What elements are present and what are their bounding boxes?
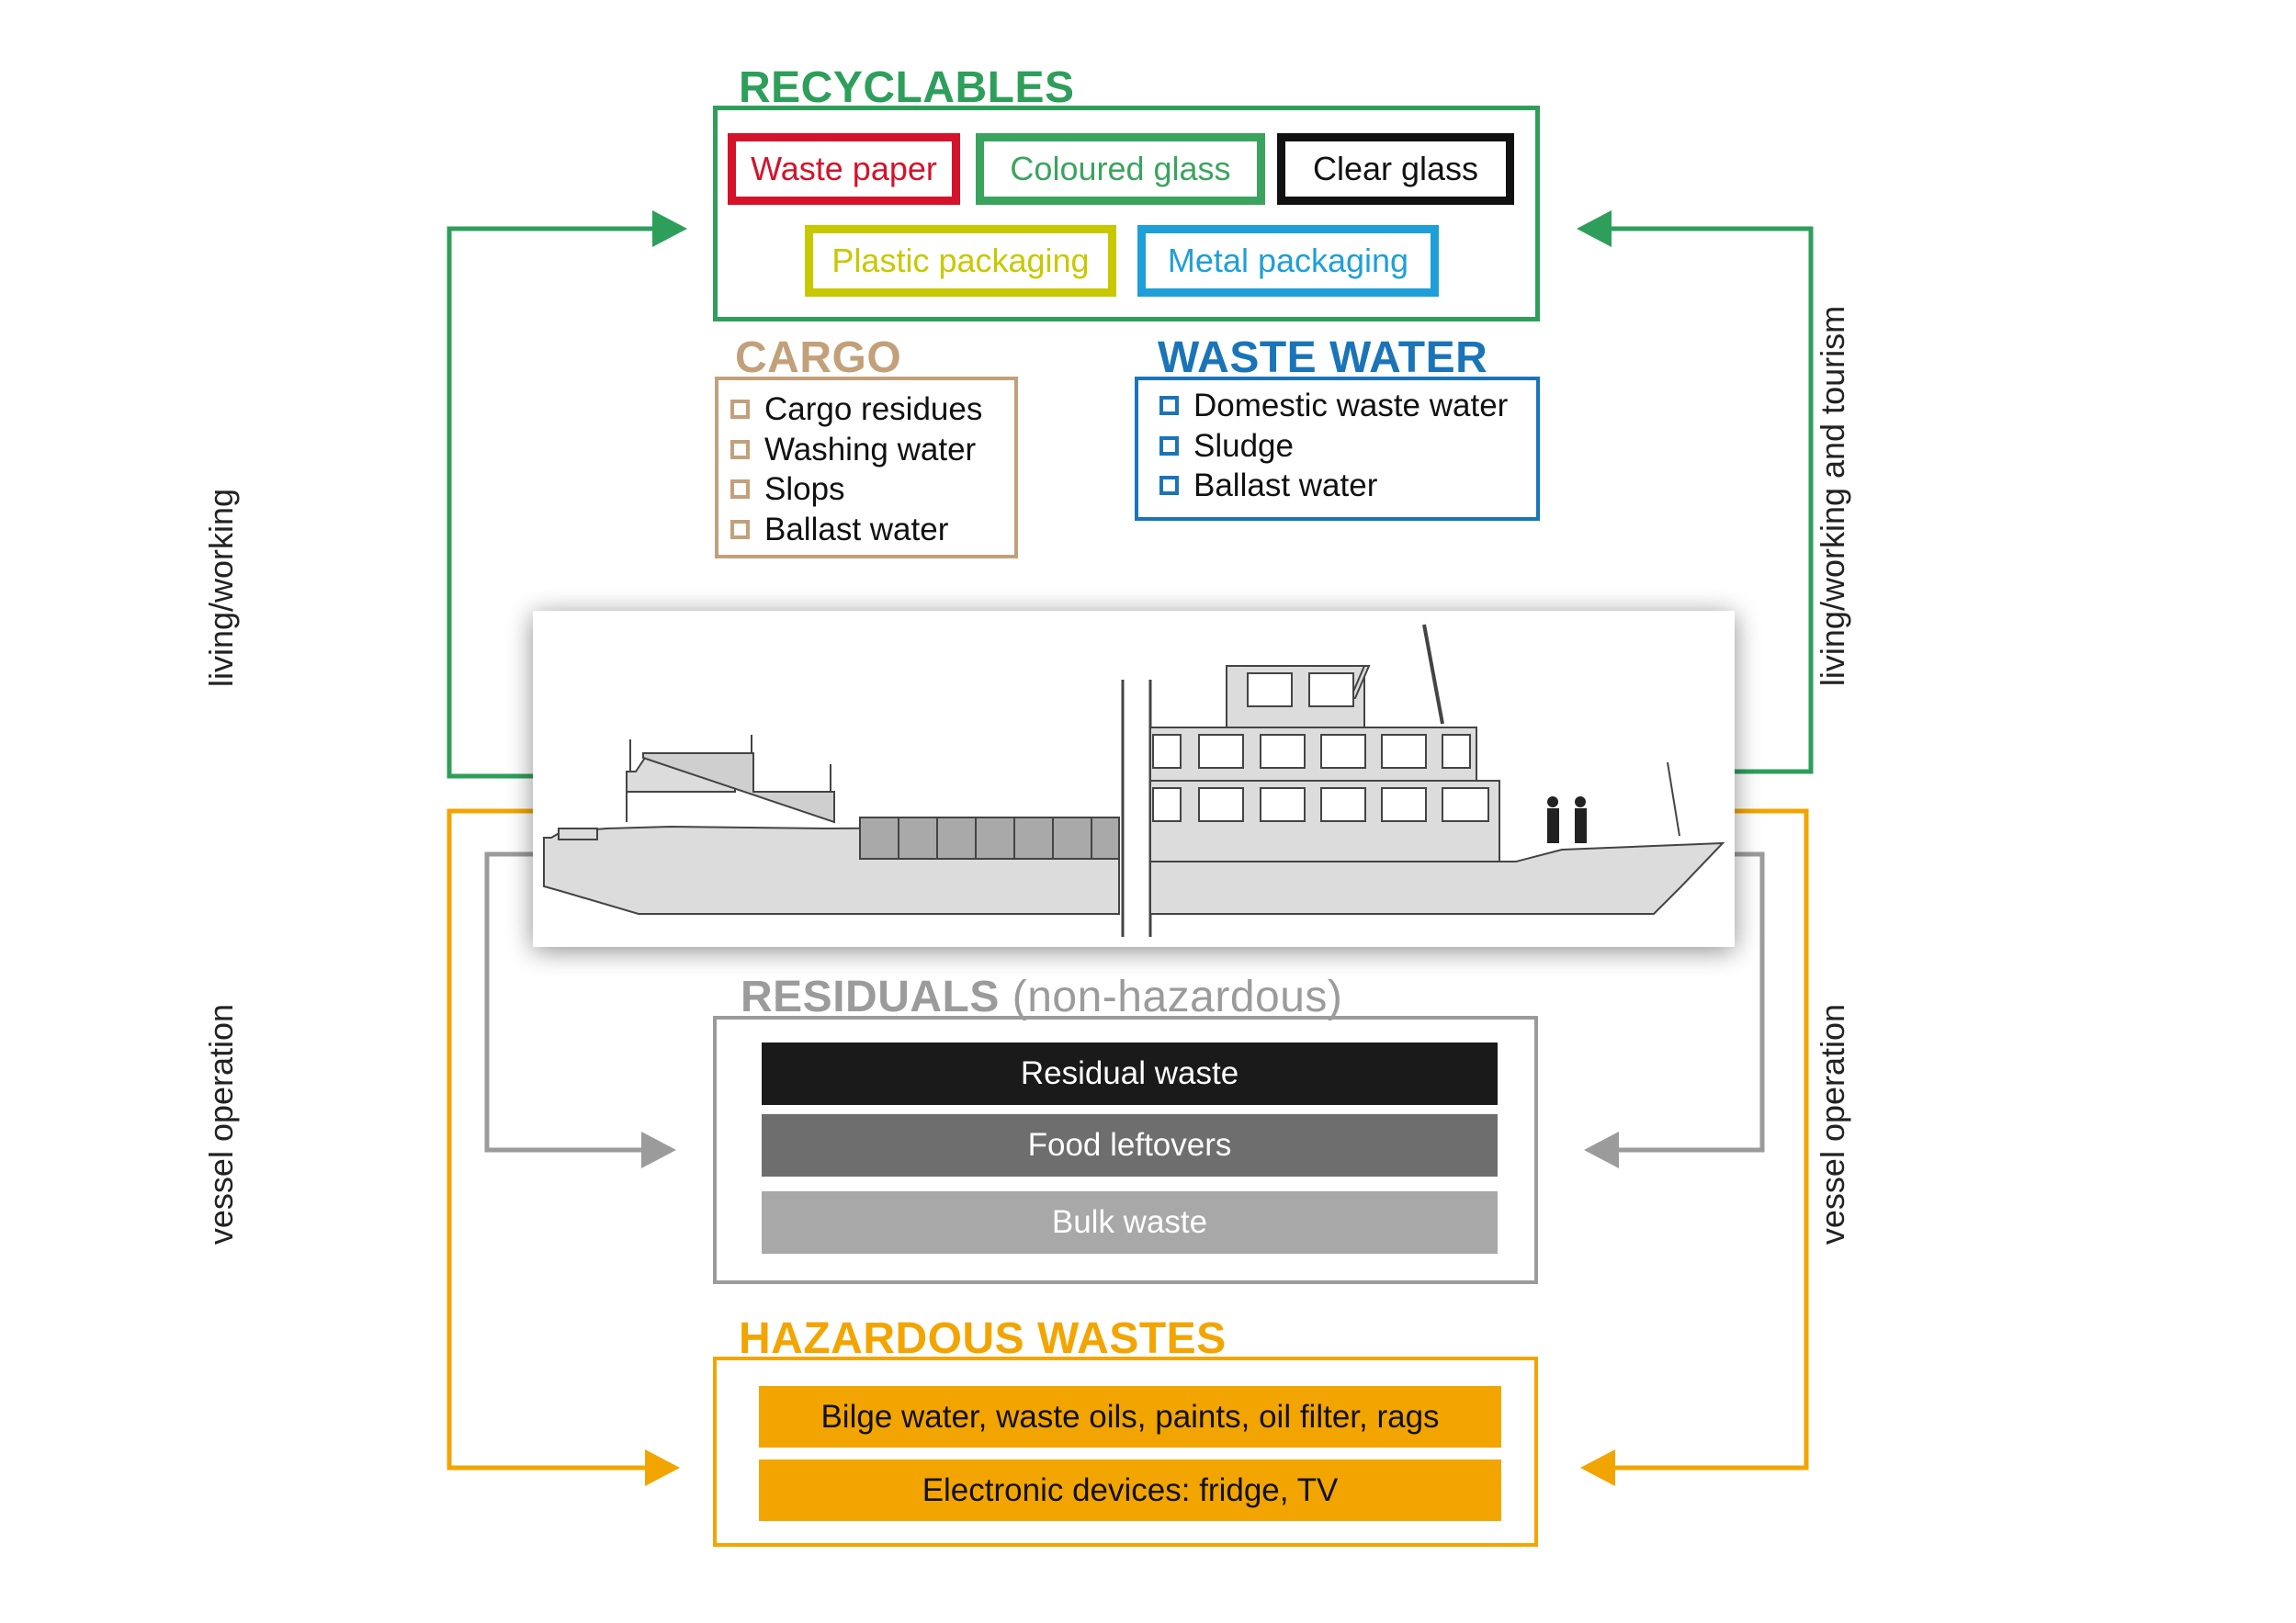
waste-paper-chip: Waste paper [728,133,960,205]
list-item: Domestic waste water [1159,386,1508,426]
residual-waste-bar: Residual waste [762,1043,1498,1105]
arrowhead-gray-right [1584,1132,1619,1168]
hazardous-box [713,1357,1538,1547]
waste-water-item-label: Ballast water [1193,468,1378,503]
cargo-box [715,377,1018,558]
arrowhead-green-right [1577,210,1612,247]
list-item: Slops [730,469,982,510]
checkbox-icon [1159,435,1179,456]
recyclables-box [713,106,1540,321]
label-living-working-left: living/working [202,488,240,688]
electronic-devices-bar: Electronic devices: fridge, TV [759,1460,1501,1521]
waste-water-box [1135,377,1540,521]
plastic-packaging-chip: Plastic packaging [805,225,1116,297]
checkbox-icon [730,439,750,459]
label-living-working-tourism-right: living/working and tourism [1814,305,1851,687]
arrow-living-working-left [447,226,662,779]
clear-glass-chip: Clear glass [1277,133,1514,205]
waste-water-list: Domestic waste water Sludge Ballast wate… [1159,386,1508,506]
residuals-box [713,1016,1538,1284]
arrow-living-working-right [1603,226,1814,774]
passengers-icon [1547,796,1587,843]
list-item: Ballast water [1159,466,1508,506]
checkbox-icon [730,519,750,539]
checkbox-icon [730,479,750,500]
arrow-residuals-left [484,851,650,1153]
arrowhead-orange-right [1580,1449,1615,1486]
list-item: Sludge [1159,426,1508,467]
recyclables-title: RECYCLABLES [739,63,1075,112]
arrow-hazardous-right [1606,808,1809,1471]
waste-water-item-label: Domestic waste water [1193,388,1509,423]
hazardous-title: HAZARDOUS WASTES [739,1314,1227,1363]
cargo-list: Cargo residues Washing water Slops Balla… [730,389,982,549]
checkbox-icon [1159,396,1179,416]
arrow-hazardous-left [447,808,654,1471]
checkbox-icon [730,400,750,420]
checkbox-icon [1159,476,1179,496]
cargo-title: CARGO [735,333,902,382]
cargo-item-label: Cargo residues [764,391,983,427]
label-vessel-operation-right: vessel operation [1814,1003,1851,1245]
residuals-subtitle: (non-hazardous) [1012,973,1343,1021]
arrowhead-gray-left [641,1132,676,1168]
list-item: Cargo residues [730,389,982,430]
coloured-glass-chip: Coloured glass [976,133,1265,205]
bilge-water-bar: Bilge water, waste oils, paints, oil fil… [759,1386,1501,1448]
arrowhead-green-left [652,210,687,247]
waste-water-item-label: Sludge [1193,427,1294,464]
residuals-title-main: RESIDUALS [741,973,1000,1021]
waste-water-title: WASTE WATER [1158,333,1488,382]
cargo-item-label: Slops [764,471,845,507]
list-item: Ballast water [730,510,982,550]
metal-packaging-chip: Metal packaging [1137,225,1439,297]
cargo-item-label: Ballast water [764,511,949,547]
cargo-item-label: Washing water [764,431,977,468]
residuals-title: RESIDUALS (non-hazardous) [741,972,1342,1022]
bulk-waste-bar: Bulk waste [762,1191,1498,1254]
label-vessel-operation-left: vessel operation [202,1003,240,1245]
arrow-residuals-right [1610,851,1765,1153]
list-item: Washing water [730,430,982,470]
cargo-ship-illustration [543,624,1725,937]
food-leftovers-bar: Food leftovers [762,1114,1498,1177]
arrowhead-orange-left [645,1449,680,1486]
